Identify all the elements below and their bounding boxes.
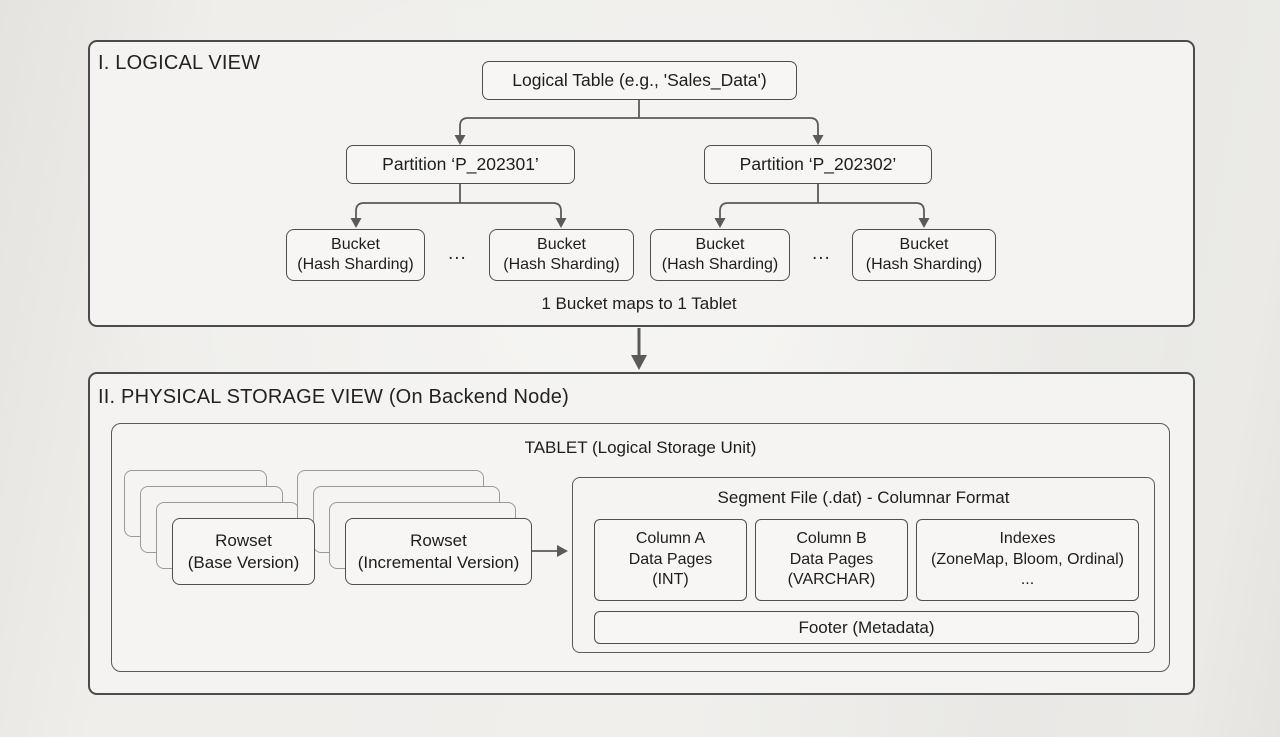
indexes-label-line1: Indexes xyxy=(999,529,1056,547)
column-b-pages-node: Column B Data Pages (VARCHAR) xyxy=(755,519,908,601)
bucket-node-4: Bucket (Hash Sharding) xyxy=(852,229,996,281)
rowset-base-node: Rowset (Base Version) xyxy=(172,518,315,585)
column-label-line2: Data Pages xyxy=(628,550,713,568)
rowset-incremental-node: Rowset (Incremental Version) xyxy=(345,518,532,585)
partition-node-1: Partition ‘P_202301’ xyxy=(346,145,575,184)
bucket-node-3: Bucket (Hash Sharding) xyxy=(650,229,790,281)
bucket-label-line1: Bucket xyxy=(537,236,586,253)
physical-view-title: II. PHYSICAL STORAGE VIEW (On Backend No… xyxy=(98,386,569,408)
column-label-line2: Data Pages xyxy=(789,550,874,568)
rowset-label-line2: (Incremental Version) xyxy=(357,552,520,572)
rowset-label-line1: Rowset xyxy=(410,531,467,551)
partition-node-2: Partition ‘P_202302’ xyxy=(704,145,932,184)
indexes-node: Indexes (ZoneMap, Bloom, Ordinal) ... xyxy=(916,519,1139,601)
bucket-label-line2: (Hash Sharding) xyxy=(661,256,779,273)
bucket-label-line1: Bucket xyxy=(695,236,745,253)
bucket-label-line1: Bucket xyxy=(899,236,949,253)
arrowhead-logical-to-physical xyxy=(631,355,647,370)
bucket-node-1: Bucket (Hash Sharding) xyxy=(286,229,425,281)
bucket-label-line2: (Hash Sharding) xyxy=(503,256,620,273)
indexes-label-line2: (ZoneMap, Bloom, Ordinal) xyxy=(931,550,1124,568)
column-label-line3: (VARCHAR) xyxy=(787,571,876,589)
bucket-label-line1: Bucket xyxy=(331,236,380,253)
segment-file-title: Segment File (.dat) - Columnar Format xyxy=(717,488,1010,507)
column-label-line3: (INT) xyxy=(652,571,689,589)
logical-table-node: Logical Table (e.g., 'Sales_Data') xyxy=(482,61,797,100)
bucket-label-line2: (Hash Sharding) xyxy=(865,256,983,273)
bucket-tablet-caption: 1 Bucket maps to 1 Tablet xyxy=(541,294,737,313)
tablet-title: TABLET (Logical Storage Unit) xyxy=(524,438,757,457)
ellipsis-buckets-left: ... xyxy=(448,243,467,264)
logical-view-title: I. LOGICAL VIEW xyxy=(98,52,261,74)
segment-footer-node: Footer (Metadata) xyxy=(594,611,1139,644)
rowset-label-line1: Rowset xyxy=(215,531,272,551)
indexes-label-line3: ... xyxy=(1020,571,1035,589)
column-label-line1: Column A xyxy=(635,529,706,547)
column-a-pages-node: Column A Data Pages (INT) xyxy=(594,519,747,601)
rowset-label-line2: (Base Version) xyxy=(187,552,300,572)
bucket-node-2: Bucket (Hash Sharding) xyxy=(489,229,634,281)
column-label-line1: Column B xyxy=(796,529,867,547)
bucket-label-line2: (Hash Sharding) xyxy=(297,256,414,273)
ellipsis-buckets-right: ... xyxy=(812,243,831,264)
